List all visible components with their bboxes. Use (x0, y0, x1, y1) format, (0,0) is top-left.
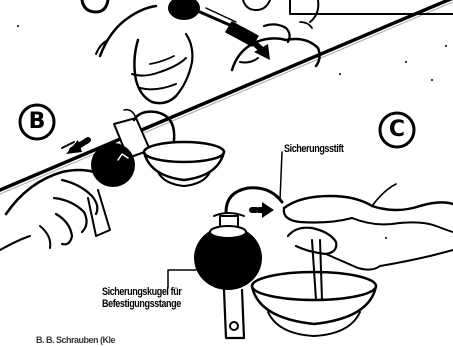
right-arrow-icon (252, 202, 274, 218)
ball-label-line2: Befestigungsstange (102, 299, 181, 311)
ball-label: Sicherungskugel für Befestigungsstange (102, 287, 181, 310)
screwdriver (200, 12, 232, 26)
ball-label-line1: Sicherungskugel für (102, 287, 181, 299)
panel-a (82, 0, 453, 103)
left-arrow-icon (66, 140, 88, 154)
pin-label: Sicherungsstift (284, 144, 344, 156)
left-hand (96, 6, 192, 103)
ball-a (168, 0, 200, 20)
step-c-letter: C (380, 111, 414, 149)
hand-c (284, 184, 453, 270)
footer-fragment: B. B. Schrauben (Kle (36, 336, 115, 345)
bowl-b (144, 142, 224, 186)
pin-leader-line (280, 152, 282, 200)
panel-divider (0, 0, 453, 190)
step-b-letter: B (20, 102, 54, 142)
ball-b (91, 143, 135, 187)
